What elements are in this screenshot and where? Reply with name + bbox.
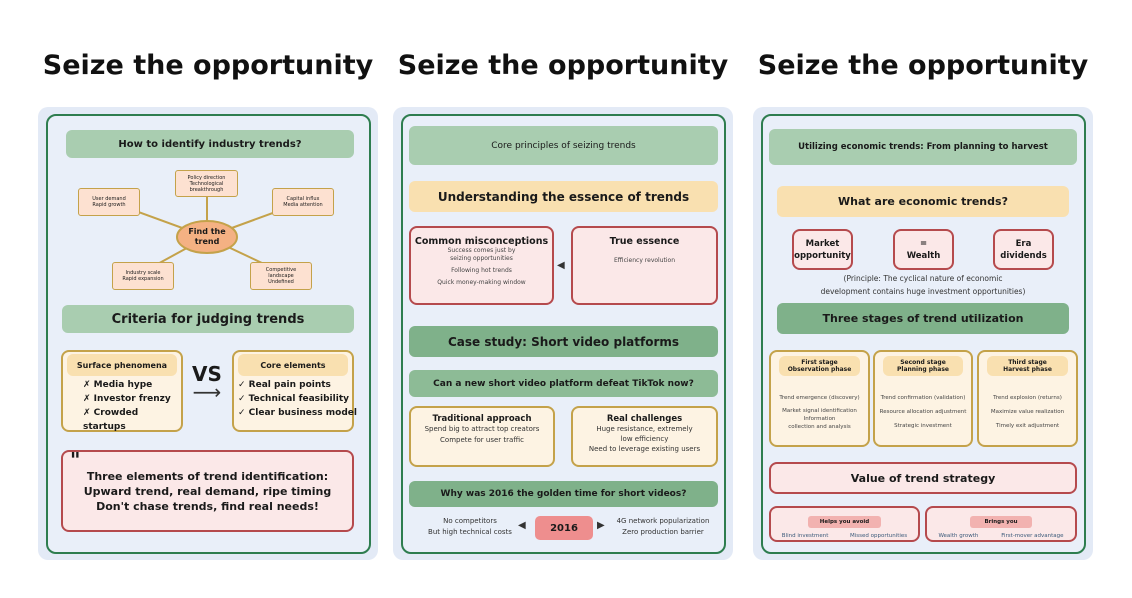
surface-item: ✗ Media hype xyxy=(83,380,153,390)
criteria-header: Criteria for judging trends xyxy=(62,305,354,333)
core-elements-card: Core elements ✓ Real pain points ✓ Techn… xyxy=(232,350,357,432)
panel-3-title: Seize the opportunity xyxy=(757,50,1089,81)
core-item: ✓ Clear business model xyxy=(238,408,357,418)
arrow-left-icon: ◀ xyxy=(518,520,526,531)
essence-header: Understanding the essence of trends xyxy=(409,181,718,212)
traditional-title: Traditional approach xyxy=(432,414,532,424)
mind-map-connectors xyxy=(110,195,304,273)
panel-2-title: Seize the opportunity xyxy=(397,50,729,81)
identify-trends-header: How to identify industry trends? xyxy=(66,130,354,158)
true-essence-title: True essence xyxy=(609,236,680,247)
core-title: Core elements xyxy=(238,354,348,376)
value-header: Value of trend strategy xyxy=(769,462,1077,494)
case-study-header: Case study: Short video platforms xyxy=(409,326,718,357)
quote-icon: " xyxy=(70,448,81,472)
what-header: What are economic trends? xyxy=(777,186,1069,217)
economic-trends-header: Utilizing economic trends: From planning… xyxy=(769,129,1077,165)
arrow-left-icon: ◀ xyxy=(557,260,565,271)
three-stages-header: Three stages of trend utilization xyxy=(777,303,1069,334)
vs-label: VS xyxy=(192,362,222,386)
wealth-box: =Wealth xyxy=(893,229,954,270)
surface-phenomena-card: Surface phenomena ✗ Media hype ✗ Investo… xyxy=(61,350,183,432)
why-2016-header: Why was 2016 the golden time for short v… xyxy=(409,481,718,507)
core-item: ✓ Real pain points xyxy=(238,380,331,390)
brings-you-title: Brings you xyxy=(970,516,1032,528)
arrow-right-icon: ⟶ xyxy=(192,380,222,404)
surface-title: Surface phenomena xyxy=(67,354,177,376)
challenges-title: Real challenges xyxy=(606,414,683,424)
traditional-approach-card: Traditional approach Spend big to attrac… xyxy=(409,406,555,467)
misconception-item: Following hot trends xyxy=(451,267,512,274)
misconception-item: Quick money-making window xyxy=(437,279,526,286)
surface-item: ✗ Investor frenzy xyxy=(83,394,171,404)
helps-avoid-title: Helps you avoid xyxy=(807,516,882,528)
panel-1-title: Seize the opportunity xyxy=(42,50,374,81)
true-essence-card: True essence Efficiency revolution xyxy=(571,226,718,305)
core-item: ✓ Technical feasibility xyxy=(238,394,349,404)
real-challenges-card: Real challenges Huge resistance, extreme… xyxy=(571,406,718,467)
principle-note: (Principle: The cyclical nature of econo… xyxy=(820,274,1026,296)
essence-item: Efficiency revolution xyxy=(613,257,676,264)
arrow-right-icon: ▶ xyxy=(597,520,605,531)
question-header: Can a new short video platform defeat Ti… xyxy=(409,370,718,397)
quote-box: Three elements of trend identification:U… xyxy=(61,450,354,532)
year-badge: 2016 xyxy=(535,516,593,540)
core-principles-header: Core principles of seizing trends xyxy=(409,126,718,165)
surface-item: ✗ Crowded startups xyxy=(83,408,139,432)
misconceptions-title: Common misconceptions xyxy=(414,236,549,247)
misconceptions-card: Common misconceptions Success comes just… xyxy=(409,226,554,305)
